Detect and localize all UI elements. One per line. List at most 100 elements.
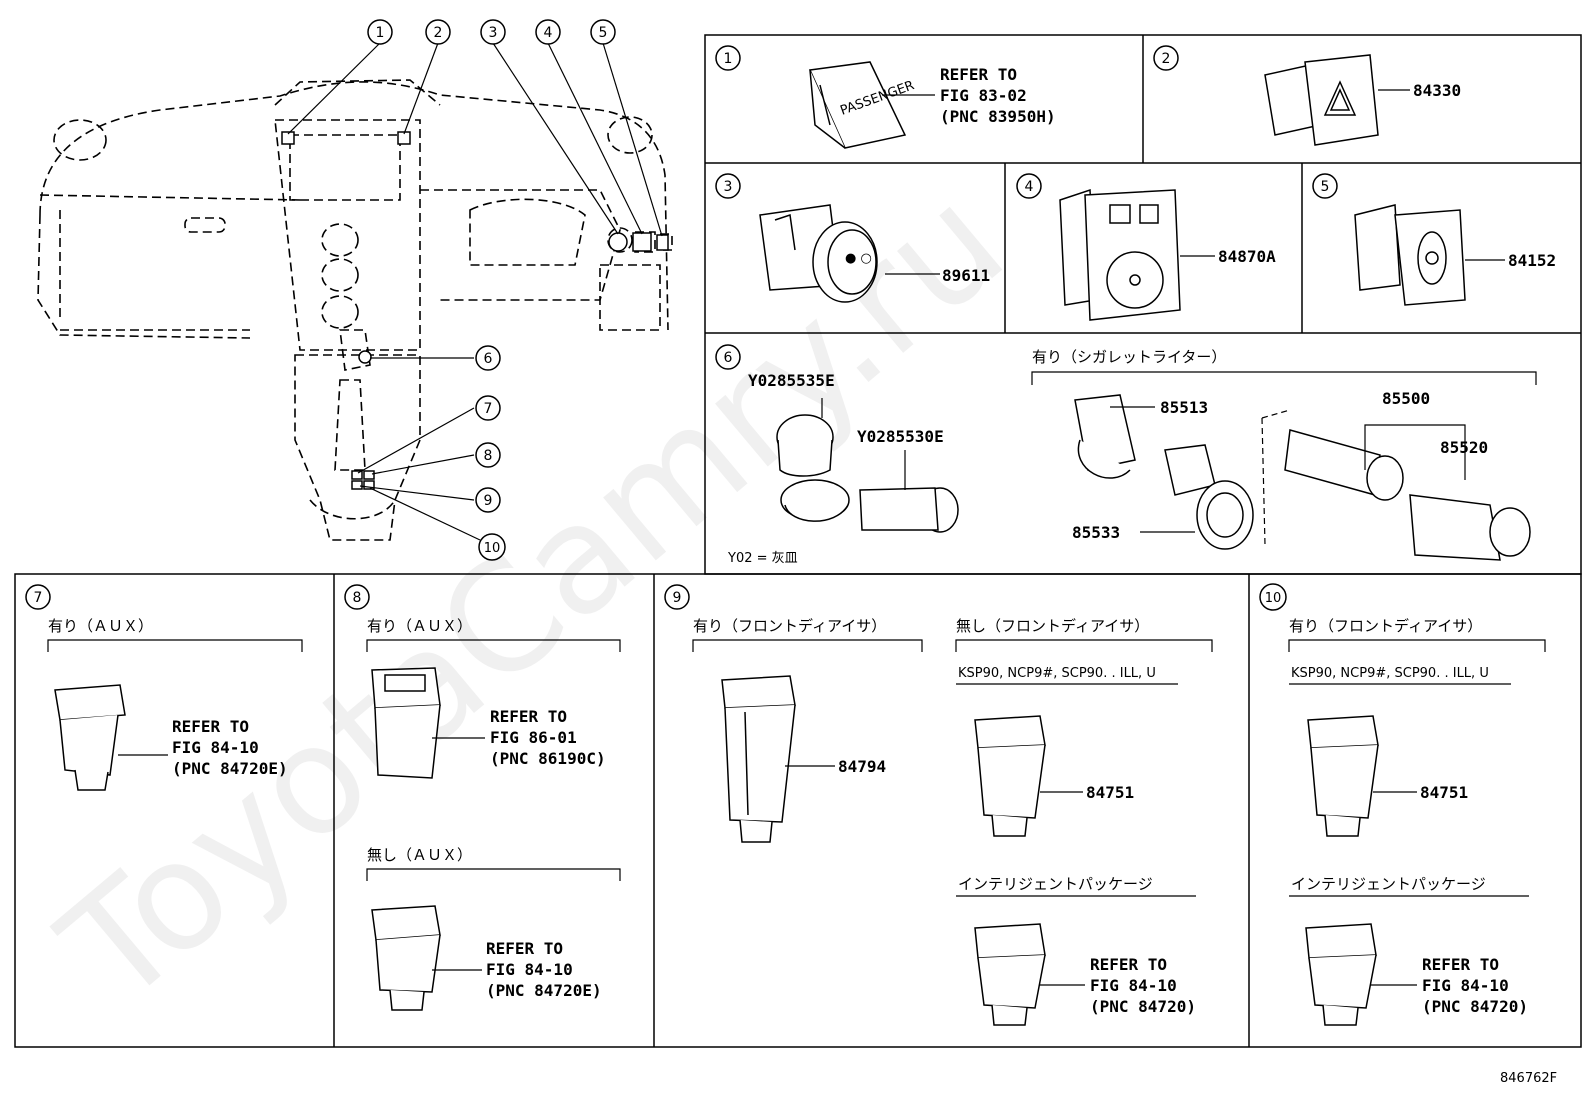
callout-7: 7 [475, 395, 501, 421]
part-84751-label: 84751 [1086, 783, 1134, 802]
aux-jack-drawing [371, 667, 441, 779]
callout-10: 10 [478, 533, 506, 561]
svg-text:1: 1 [376, 25, 385, 41]
panel-7: 7 有り（ＡＵＸ） REFER TO FIG 84-10 (PNC 84720E… [25, 584, 303, 791]
panel-9-group-c-label: インテリジェントパッケージ [958, 875, 1153, 893]
panel-6-number: 6 [724, 350, 733, 366]
panel-1-refer-line-3: (PNC 83950H) [940, 107, 1056, 126]
panel-9-group-b-label: 無し（フロントディアイサ） [956, 617, 1149, 635]
panel-10-refer-line-1: REFER TO [1422, 955, 1499, 974]
callout-6: 6 [475, 345, 501, 371]
cigar-lighter-drawing [1284, 429, 1531, 561]
part-85520-label: 85520 [1440, 438, 1488, 457]
panel-1-refer-line-1: REFER TO [940, 65, 1017, 84]
panel-8-group-b-label: 無し（ＡＵＸ） [367, 846, 472, 864]
ashtray-note: Y02 = 灰皿 [727, 551, 798, 566]
callout-8: 8 [475, 442, 501, 468]
part-85500-label: 85500 [1382, 389, 1430, 408]
panel-10-group-a-label: 有り（フロントディアイサ） [1289, 617, 1482, 635]
blank-switch-drawing [974, 715, 1046, 837]
part-84794-label: 84794 [838, 757, 886, 776]
overview-switch-markers [281, 131, 669, 490]
panel-3-number: 3 [724, 179, 733, 195]
panel-9-refer-line-3: (PNC 84720) [1090, 997, 1196, 1016]
svg-text:● ○: ● ○ [845, 251, 872, 266]
overview-callouts: 1 2 3 4 5 6 7 8 9 10 [367, 19, 616, 561]
part-Y0285535E-label: Y0285535E [748, 371, 835, 390]
panel-4: 4 84870A [1016, 173, 1276, 321]
panel-8-number: 8 [353, 590, 362, 606]
svg-text:7: 7 [484, 401, 493, 417]
lighter-socket-drawing [1074, 394, 1254, 550]
panel-9: 9 有り（フロントディアイサ） 84794 無し（フロントディアイサ） KSP9… [664, 584, 1213, 1026]
panel-frames [14, 34, 1582, 1048]
part-89611-label: 89611 [942, 266, 990, 285]
panel-4-number: 4 [1025, 179, 1034, 195]
blank-switch-drawing-10 [1307, 715, 1379, 837]
panel-10-refer-line-2: FIG 84-10 [1422, 976, 1509, 995]
panel-10: 10 有り（フロントディアイサ） KSP90, NCP9#, SCP90. . … [1259, 583, 1546, 1026]
panel-3: 3 ● ○ 89611 [715, 173, 990, 303]
part-Y0285530E-label: Y0285530E [857, 427, 944, 446]
headlight-level-switch-drawing [1354, 204, 1466, 306]
panel-9-refer-line-2: FIG 84-10 [1090, 976, 1177, 995]
deicer-switch-drawing [721, 675, 796, 843]
hazard-switch-drawing [1264, 54, 1379, 146]
svg-text:2: 2 [434, 25, 443, 41]
panel-1-number: 1 [724, 51, 733, 67]
mirror-switch-drawing [1059, 188, 1181, 321]
ashtray-drawing [776, 414, 959, 533]
intelligent-package-switch-drawing-10 [1305, 923, 1377, 1026]
panel-9-refer-line-1: REFER TO [1090, 955, 1167, 974]
callout-9: 9 [475, 487, 501, 513]
callout-5: 5 [590, 19, 616, 45]
panel-10-model-a-label: KSP90, NCP9#, SCP90. . ILL, U [1291, 666, 1489, 681]
part-84152-label: 84152 [1508, 251, 1556, 270]
panel-1: 1 PASSENGER REFER TO FIG 83-02 (PNC 8395… [715, 45, 1056, 149]
callout-4: 4 [535, 19, 561, 45]
part-85513-label: 85513 [1160, 398, 1208, 417]
panel-7-refer-line-3: (PNC 84720E) [172, 759, 288, 778]
intelligent-package-switch-drawing [974, 923, 1046, 1026]
panel-10-number: 10 [1265, 591, 1282, 606]
panel-7-number: 7 [34, 590, 43, 606]
callout-1: 1 [367, 19, 393, 45]
watermark: ToyotaCamry.ru [31, 155, 1036, 1038]
svg-text:5: 5 [599, 25, 608, 41]
aux-switch-drawing [54, 684, 126, 791]
panel-8-refer-b-line-3: (PNC 84720E) [486, 981, 602, 1000]
svg-text:4: 4 [544, 25, 553, 41]
panel-9-model-b-label: KSP90, NCP9#, SCP90. . ILL, U [958, 666, 1156, 681]
panel-5-number: 5 [1321, 179, 1330, 195]
callout-2: 2 [425, 19, 451, 45]
panel-5: 5 84152 [1312, 173, 1556, 306]
part-84330-label: 84330 [1413, 81, 1461, 100]
panel-8-group-a-label: 有り（ＡＵＸ） [367, 617, 472, 635]
panel-8-refer-a-line-2: FIG 86-01 [490, 728, 577, 747]
svg-text:10: 10 [484, 541, 501, 556]
cigarette-lighter-group-label: 有り（シガレットライター） [1032, 348, 1226, 366]
panel-8-refer-a-line-1: REFER TO [490, 707, 567, 726]
panel-10-group-b-label: インテリジェントパッケージ [1291, 875, 1486, 893]
panel-8: 8 有り（ＡＵＸ） REFER TO FIG 86-01 (PNC 86190C… [344, 584, 621, 1011]
panel-7-refer-line-1: REFER TO [172, 717, 249, 736]
panel-7-refer-line-2: FIG 84-10 [172, 738, 259, 757]
part-84751-label-10: 84751 [1420, 783, 1468, 802]
part-84870A-label: 84870A [1218, 247, 1276, 266]
svg-text:9: 9 [484, 493, 493, 509]
figure-id: 846762F [1500, 1071, 1557, 1086]
aux-blank-switch-drawing [371, 905, 441, 1011]
svg-text:6: 6 [484, 351, 493, 367]
engine-start-switch-drawing: ● ○ [759, 204, 878, 303]
panel-9-group-a-label: 有り（フロントディアイサ） [693, 617, 886, 635]
callout-3: 3 [480, 19, 506, 45]
panel-2: 2 84330 [1153, 45, 1461, 146]
panel-6: 6 Y0285535E Y0285530E Y02 = 灰皿 有り（シガレットラ… [715, 344, 1537, 566]
panel-8-refer-a-line-3: (PNC 86190C) [490, 749, 606, 768]
panel-7-group-label: 有り（ＡＵＸ） [48, 617, 153, 635]
dashboard-overview-drawing [37, 79, 673, 541]
panel-2-number: 2 [1162, 51, 1171, 67]
svg-text:3: 3 [489, 25, 498, 41]
panel-8-refer-b-line-1: REFER TO [486, 939, 563, 958]
